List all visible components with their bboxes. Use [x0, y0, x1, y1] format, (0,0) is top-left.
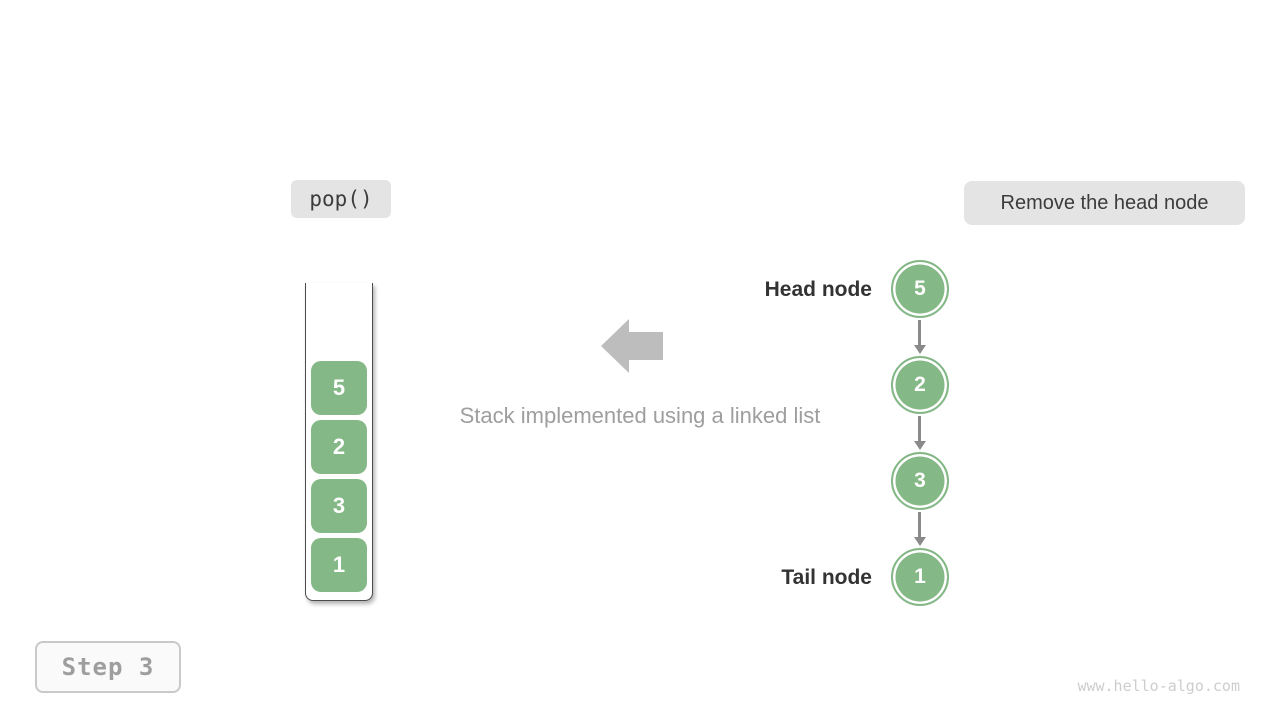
pop-operation-label: pop() — [291, 180, 391, 218]
down-arrow-icon — [913, 320, 926, 354]
linked-list-node: 2 — [891, 356, 949, 414]
left-arrow-icon — [601, 319, 663, 373]
head-node-label: Head node — [764, 278, 872, 301]
down-arrow-icon — [913, 416, 926, 450]
stack-item: 3 — [311, 479, 367, 533]
linked-list-node: 3 — [891, 452, 949, 510]
stack-item: 1 — [311, 538, 367, 592]
stack-item: 2 — [311, 420, 367, 474]
remove-head-description-label: Remove the head node — [964, 181, 1245, 225]
watermark: www.hello-algo.com — [1077, 677, 1240, 695]
diagram-caption: Stack implemented using a linked list — [459, 403, 821, 428]
tail-node-label: Tail node — [781, 566, 872, 589]
down-arrow-icon — [913, 512, 926, 546]
linked-list-node: 1 — [891, 548, 949, 606]
stack-item: 5 — [311, 361, 367, 415]
step-badge: Step 3 — [35, 641, 181, 693]
linked-list-node: 5 — [891, 260, 949, 318]
